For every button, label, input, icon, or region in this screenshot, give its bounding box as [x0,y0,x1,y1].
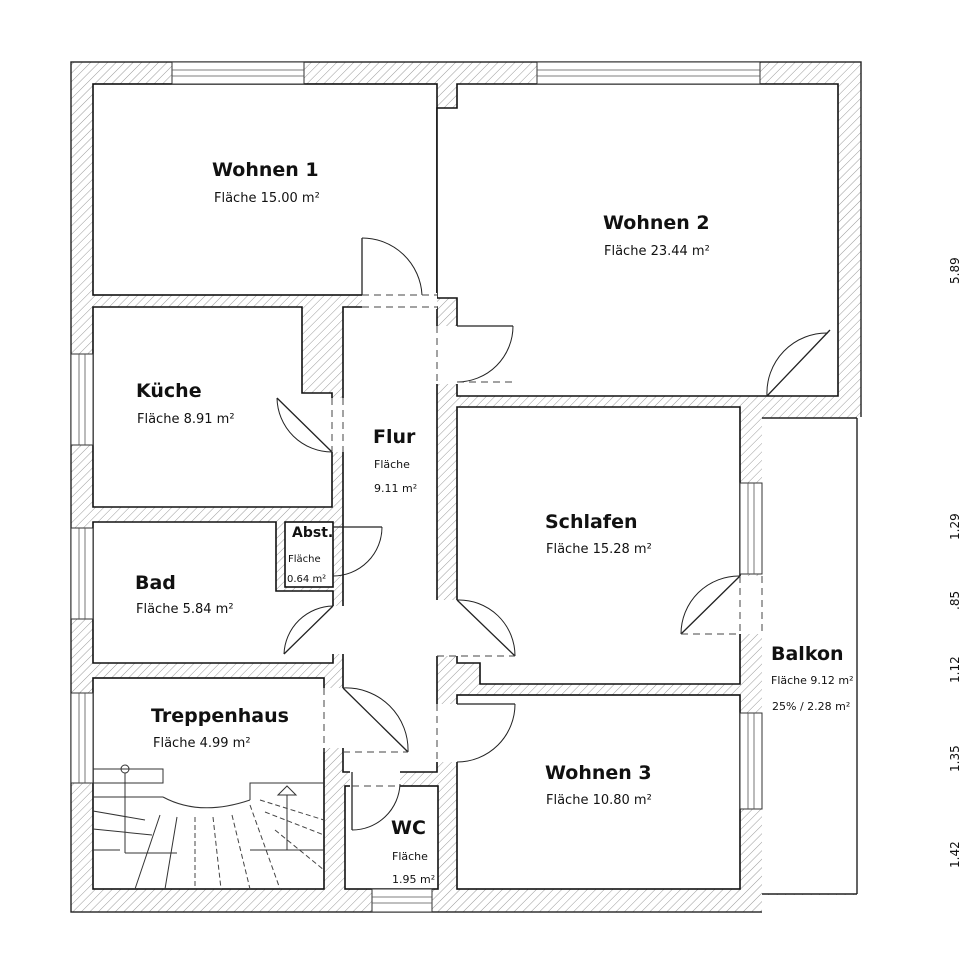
door-treppenhaus [322,687,409,753]
label-wohnen3-area: Fläche 10.80 m² [546,793,652,808]
room-wohnen1 [92,83,438,296]
room-schlafen [456,406,741,685]
balcony-white-bottom [762,895,868,915]
label-flur-area-label: Fläche [374,458,410,471]
label-abst-name: Abst. [292,525,333,541]
window-left-kueche [70,353,94,446]
door-wohnen2-flur [435,325,514,384]
room-wc [344,785,439,890]
label-flur-name: Flur [373,426,416,448]
window-bottom-wc [371,888,433,913]
window-left-treppenhaus [70,692,94,784]
label-schlafen-name: Schlafen [545,511,638,533]
label-treppenhaus-name: Treppenhaus [151,705,289,727]
door-bad [283,605,345,655]
label-bad-area: Fläche 5.84 m² [136,602,234,617]
label-wohnen1-name: Wohnen 1 [212,159,319,181]
label-bad-name: Bad [135,572,176,594]
room-kueche [92,306,333,508]
room-bad [92,521,334,664]
label-balkon-area: Fläche 9.12 m² [771,674,854,687]
label-schlafen-area: Fläche 15.28 m² [546,542,652,557]
label-wohnen2-area: Fläche 23.44 m² [604,244,710,259]
door-wohnen1 [361,237,437,309]
label-kueche-name: Küche [136,380,202,402]
dimension-label: .85 [948,591,959,610]
label-wc-area-label: Fläche [392,850,428,863]
dimension-label: 1.42 [948,841,959,868]
label-kueche-area: Fläche 8.91 m² [137,412,235,427]
balcony-area [762,418,859,894]
label-flur-area-value: 9.11 m² [374,482,417,495]
dimension-label: 1.29 [948,513,959,540]
label-wohnen1-area: Fläche 15.00 m² [214,191,320,206]
staircase [92,764,325,890]
door-abst [332,526,383,577]
door-schlafen-balkon [680,575,764,635]
door-kueche [276,397,346,453]
label-balkon-share: 25% / 2.28 m² [772,700,850,713]
window-right-schlafen [739,482,763,575]
label-wohnen2-name: Wohnen 2 [603,212,710,234]
balcony-white-right [858,417,868,917]
label-wohnen3-name: Wohnen 3 [545,762,652,784]
door-wc [350,770,401,831]
label-balkon-name: Balkon [771,643,844,665]
room-wohnen3 [456,694,741,890]
dimension-label: 5.89 [948,257,959,284]
door-wohnen2-balkon [766,329,831,397]
label-wc-area-value: 1.95 m² [392,873,435,886]
window-top-left [171,61,305,85]
label-abst-area-value: 0.64 m² [287,574,326,585]
window-top-right [536,61,761,85]
dimension-label: 1.12 [948,656,959,683]
room-wohnen2 [436,83,839,397]
label-abst-area-label: Fläche [288,554,321,565]
door-schlafen-flur [435,599,516,657]
door-wohnen3 [435,703,516,763]
dimension-label: 1.35 [948,745,959,772]
label-treppenhaus-area: Fläche 4.99 m² [153,736,251,751]
window-right-wohnen3 [739,712,763,810]
window-left-bad [70,527,94,620]
label-wc-name: WC [391,817,426,839]
room-abst [284,521,334,588]
